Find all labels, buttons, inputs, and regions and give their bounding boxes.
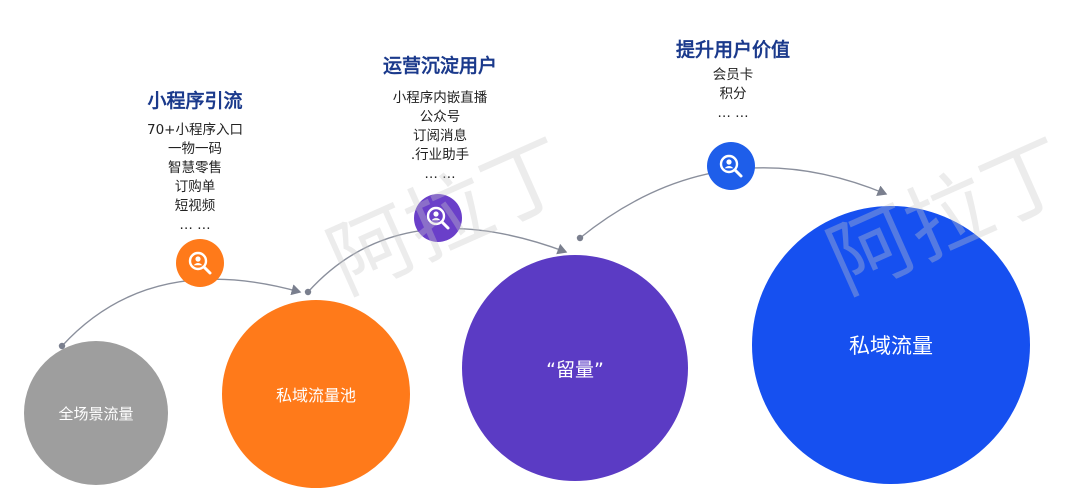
stage-3-items: 会员卡 积分 … …: [653, 66, 813, 123]
circle-private-traffic: 私域流量: [752, 206, 1030, 484]
badge-stage-3: [707, 142, 755, 190]
stage-2-title: 运营沉淀用户: [382, 55, 497, 77]
circle-private-traffic-pool: 私域流量池: [222, 300, 410, 488]
circle-label: “留量”: [546, 358, 604, 381]
stage-1-item: 一物一码: [168, 141, 222, 157]
stage-1-item: 智慧零售: [168, 160, 222, 176]
search-user-icon: [426, 206, 450, 230]
stage-2-items: 小程序内嵌直播 公众号 订阅消息 .行业助手 … …: [360, 89, 520, 184]
stage-1-item: 短视频: [174, 198, 216, 214]
stage-3-item: … …: [717, 105, 749, 121]
stage-1-title: 小程序引流: [147, 90, 243, 112]
stage-1-items: 70+小程序入口 一物一码 智慧零售 订购单 短视频 … …: [120, 121, 270, 235]
stage-3-item: 积分: [719, 86, 747, 102]
stage-3-item: 会员卡: [712, 67, 754, 83]
stage-2-item: … …: [424, 166, 456, 182]
stage-2-item: 订阅消息: [413, 128, 467, 144]
stage-3-title: 提升用户价值: [675, 39, 790, 61]
arc-3-start-dot: [576, 234, 584, 242]
circle-retention: “留量”: [462, 255, 688, 481]
circle-label: 私域流量: [849, 334, 933, 358]
circle-label: 全场景流量: [58, 404, 134, 423]
search-user-icon: [719, 154, 743, 178]
stage-2-item: 小程序内嵌直播: [392, 90, 488, 106]
arc-1: [61, 278, 302, 347]
arc-2-start-dot: [304, 288, 312, 296]
stage-1-item: … …: [179, 217, 211, 233]
circle-all-scene-traffic: 全场景流量: [24, 341, 168, 485]
badge-stage-2: [414, 194, 462, 242]
search-user-icon: [188, 251, 212, 275]
stage-2-item: 公众号: [419, 109, 461, 125]
stage-1-item: 订购单: [174, 179, 216, 195]
circle-label: 私域流量池: [275, 386, 356, 405]
stage-1-item: 70+小程序入口: [147, 122, 243, 138]
stage-2-item: .行业助手: [410, 147, 470, 163]
badge-stage-1: [176, 239, 224, 287]
